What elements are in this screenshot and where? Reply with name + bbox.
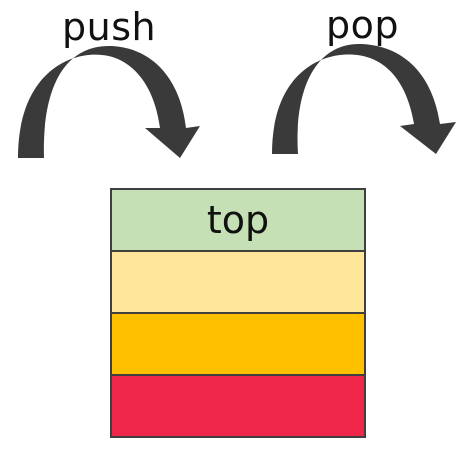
stack-block-bottom <box>110 374 366 438</box>
stack-block-top-label: top <box>206 198 270 242</box>
stack-block-top: top <box>110 188 366 252</box>
pop-label: pop <box>326 3 399 47</box>
stack-block-2 <box>110 250 366 314</box>
push-label: push <box>62 5 157 49</box>
push-arrow-icon <box>18 45 200 158</box>
stack-block-3 <box>110 312 366 376</box>
stack: top <box>110 188 366 438</box>
pop-arrow-icon <box>272 43 456 155</box>
